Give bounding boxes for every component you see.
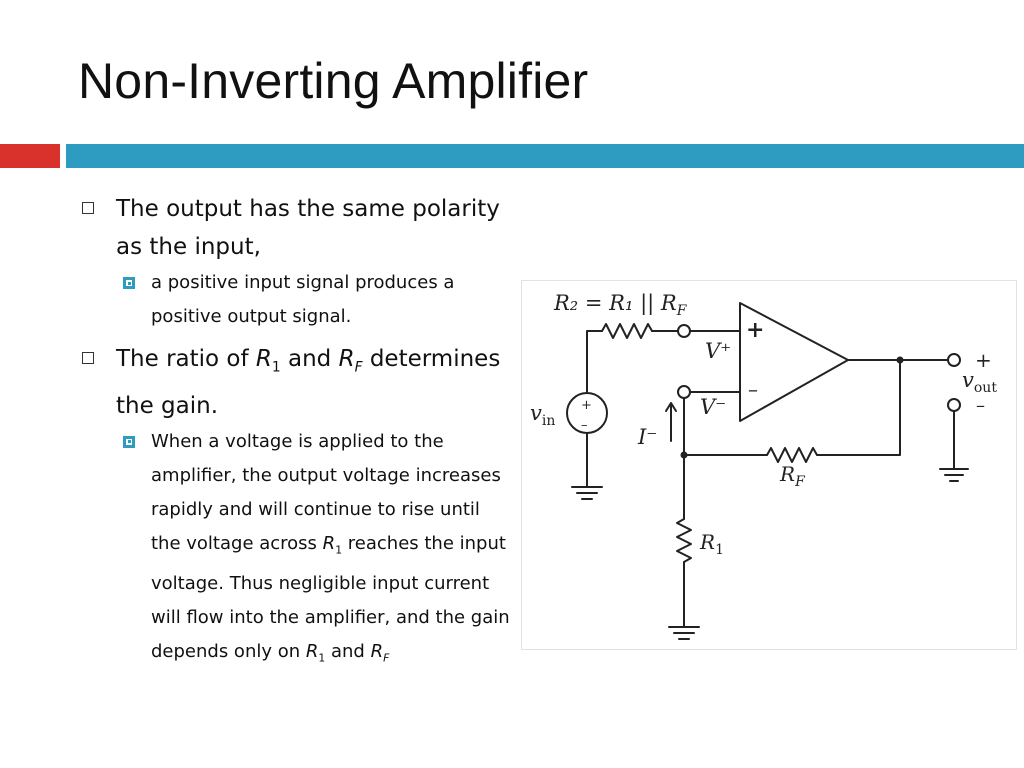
wire-rf-to-output (816, 359, 901, 456)
bullet-item: The output has the same polarity as the … (80, 190, 510, 266)
sub-bullet-text: When a voltage is applied to the amplifi… (151, 430, 501, 554)
junction-dot (680, 451, 688, 459)
bullet-text: determines the gain. (116, 346, 501, 419)
non-inverting-amplifier-schematic: R₂ = R₁ || RF V⁺ + – V⁻ vin + – I⁻ RF R1… (530, 291, 997, 640)
output-plus-terminal (947, 353, 961, 367)
circuit-diagram: R₂ = R₁ || RF V⁺ + – V⁻ vin + – I⁻ RF R1… (521, 280, 1017, 650)
sub-bullet-item: a positive input signal produces a posit… (80, 266, 510, 334)
sub-bullet-item: When a voltage is applied to the amplifi… (80, 425, 510, 676)
source-plus-sign: + (581, 398, 592, 413)
hollow-square-bullet-icon (82, 352, 94, 364)
vminus-label: V⁻ (700, 395, 726, 419)
bullet-item: The ratio of R1 and RF determines the ga… (80, 340, 510, 425)
ground-symbol-source (571, 486, 603, 500)
output-minus-terminal (947, 398, 961, 412)
ground-symbol-r1 (668, 626, 700, 640)
source-minus-sign: – (581, 418, 588, 433)
r1-symbol: R1 (255, 346, 281, 376)
square-bullet-icon (123, 435, 135, 448)
junction-dot (896, 356, 904, 364)
iminus-label: I⁻ (637, 425, 657, 449)
bullet-list: The output has the same polarity as the … (80, 190, 510, 676)
plus-input-terminal (677, 324, 691, 338)
bullet-text: The output has the same polarity as the … (116, 196, 500, 260)
square-bullet-icon (123, 277, 135, 289)
current-arrow-icon (665, 402, 677, 442)
r1-label: R1 (699, 530, 724, 558)
title-accent-bar-blue (66, 144, 1024, 168)
rf-symbol: RF (370, 641, 390, 665)
minus-input-terminal (677, 385, 691, 399)
sub-bullet-text: and (325, 641, 371, 663)
slide-title: Non-Inverting Amplifier (78, 53, 589, 109)
rf-label: RF (779, 462, 806, 490)
vout-label: vout (962, 368, 997, 396)
r1-symbol: R1 (305, 641, 326, 665)
ground-symbol-output (939, 468, 969, 482)
bullet-text: and (280, 346, 339, 372)
vin-label: vin (530, 401, 555, 429)
r2-resistor (601, 323, 653, 339)
sub-bullet-text: reaches the input voltage. Thus negligib… (151, 532, 510, 663)
hollow-square-bullet-icon (82, 202, 94, 214)
r2-label: R₂ = R₁ || RF (553, 291, 688, 319)
op-amp-plus-sign: + (746, 317, 764, 343)
vplus-label: V⁺ (705, 339, 731, 363)
rf-symbol: RF (338, 346, 363, 376)
op-amp-triangle (739, 302, 849, 422)
output-plus-sign: + (975, 348, 992, 372)
output-minus-sign: – (976, 395, 985, 416)
r1-resistor (676, 518, 692, 563)
bullet-text: The ratio of (116, 346, 256, 372)
op-amp-minus-sign: – (748, 377, 758, 401)
r1-symbol: R1 (322, 532, 343, 557)
sub-bullet-text: a positive input signal produces a posit… (151, 272, 455, 327)
wire-source-to-r2 (586, 330, 603, 394)
rf-resistor (766, 447, 818, 463)
title-accent-bar-red (0, 144, 60, 168)
